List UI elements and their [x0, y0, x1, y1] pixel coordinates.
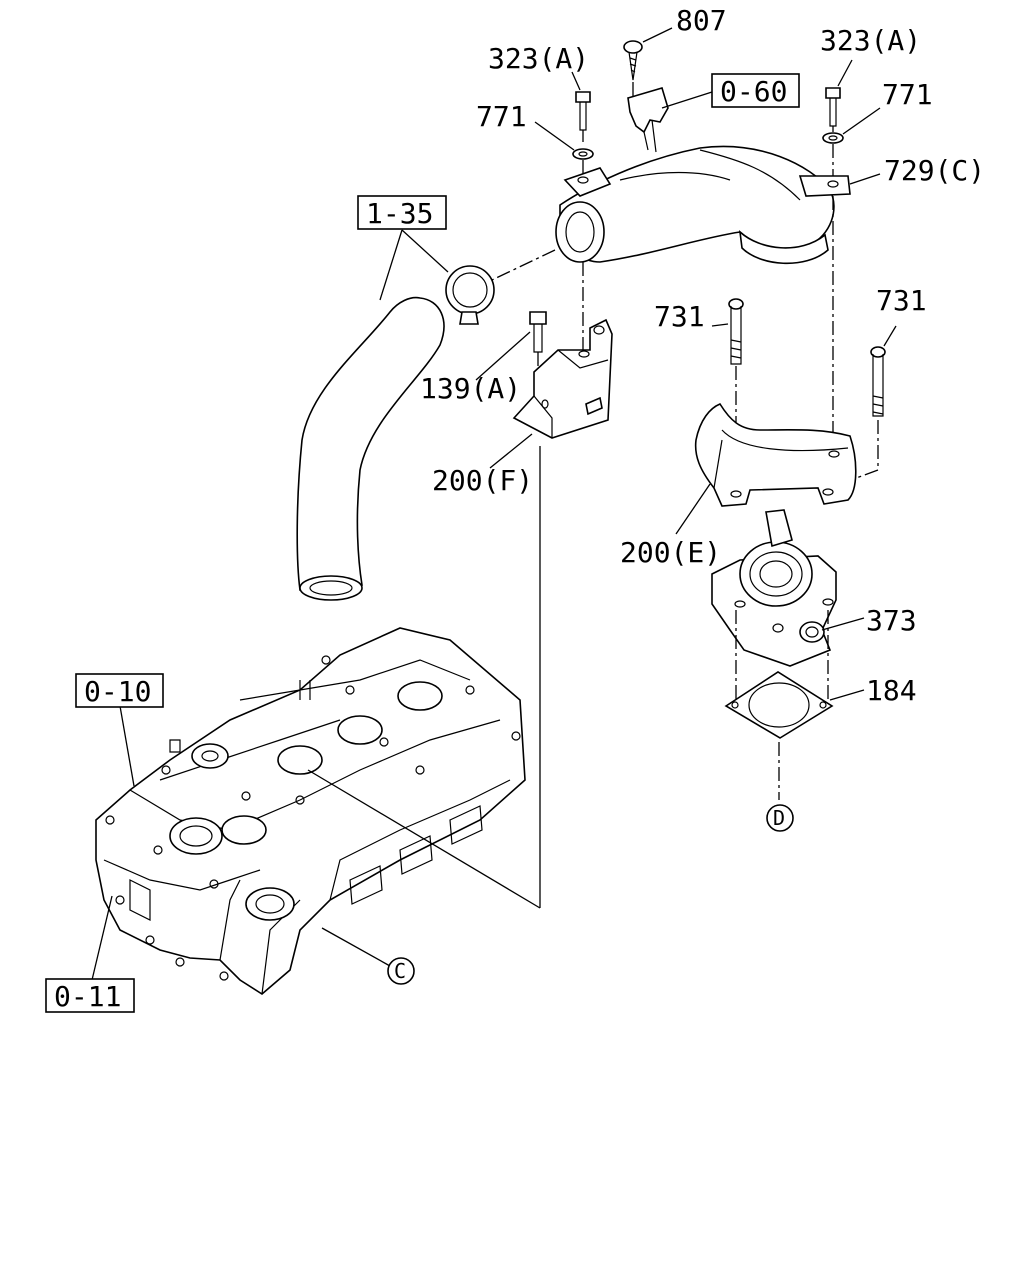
callout-323a-left: 323(A) [488, 42, 589, 75]
callout-771-right: 771 [882, 78, 933, 111]
callout-200e: 200(E) [620, 536, 721, 569]
clamp [445, 265, 495, 325]
callout-729c: 729(C) [884, 154, 985, 187]
connector-c: C [387, 957, 415, 985]
callout-807: 807 [676, 4, 727, 37]
callout-200f: 200(F) [432, 464, 533, 497]
reference-0-10-label: 0-10 [84, 675, 151, 708]
sensor-bracket [627, 82, 713, 153]
intake-pipe [491, 145, 881, 460]
bolt-139a [475, 311, 547, 390]
reference-0-60-label: 0-60 [720, 75, 787, 108]
connector-d-label: D [773, 806, 785, 830]
reference-1-35-label: 1-35 [366, 197, 433, 230]
reference-box-0-60[interactable]: 0-60 [711, 73, 800, 108]
bracket-200f [489, 318, 613, 908]
callout-731-left: 731 [654, 300, 705, 333]
gasket-184 [724, 671, 865, 800]
callout-731-right: 731 [876, 284, 927, 317]
connector-d: D [766, 804, 794, 832]
callout-184: 184 [866, 674, 917, 707]
heat-shield-200e [675, 403, 857, 535]
hose [296, 229, 449, 601]
reference-box-1-35[interactable]: 1-35 [357, 195, 447, 230]
callout-373: 373 [866, 604, 917, 637]
connector-c-label: C [394, 959, 406, 983]
cylinder-head [91, 627, 541, 995]
bolt-323a-left [534, 71, 594, 178]
reference-0-11-label: 0-11 [54, 980, 121, 1013]
reference-box-0-10[interactable]: 0-10 [75, 673, 164, 708]
screw-807 [623, 27, 673, 81]
throttle-body-373 [711, 509, 865, 700]
callout-771-left: 771 [476, 100, 527, 133]
bolt-323a-right [822, 59, 881, 176]
callout-139a: 139(A) [420, 372, 521, 405]
reference-box-0-11[interactable]: 0-11 [45, 978, 135, 1013]
callout-323a-right: 323(A) [820, 24, 921, 57]
